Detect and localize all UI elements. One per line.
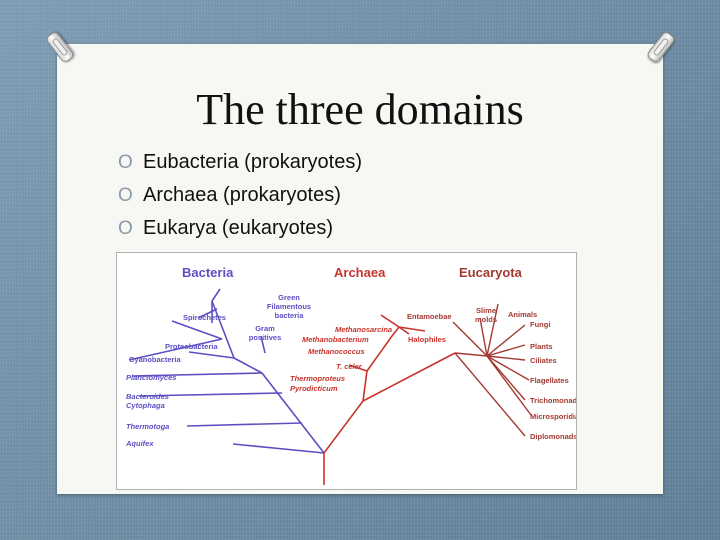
bullet-marker: O bbox=[118, 218, 143, 240]
domain-bacteria-label: Bacteria bbox=[182, 265, 234, 280]
label-proteobacteria: Proteobacteria bbox=[165, 342, 218, 351]
bullet-marker: O bbox=[118, 185, 143, 207]
label-methanobacterium: Methanobacterium bbox=[302, 335, 369, 344]
label-microsporidia: Microsporidia bbox=[530, 412, 576, 421]
label-fungi: Fungi bbox=[530, 320, 550, 329]
label-cytophaga: Cytophaga bbox=[126, 401, 165, 410]
label-slime-molds-2: molds bbox=[475, 315, 497, 324]
label-cyanobacteria: Cyanobacteria bbox=[129, 355, 182, 364]
label-gram-positives-2: positives bbox=[249, 333, 282, 342]
label-green-filamentous-1: Green bbox=[278, 293, 300, 302]
label-bacteroides: Bacteroides bbox=[126, 392, 169, 401]
label-halophiles: Halophiles bbox=[408, 335, 446, 344]
label-thermoproteus: Thermoproteus bbox=[290, 374, 345, 383]
label-green-filamentous-3: bacteria bbox=[275, 311, 305, 320]
label-flagellates: Flagellates bbox=[530, 376, 569, 385]
label-entamoebae: Entamoebae bbox=[407, 312, 452, 321]
slide-title: The three domains bbox=[0, 84, 720, 135]
phylogenetic-tree-svg: Bacteria Archaea Eucaryota Green Filamen… bbox=[117, 253, 576, 489]
bullet-text: Eukarya (eukaryotes) bbox=[143, 217, 333, 239]
domain-archaea-label: Archaea bbox=[334, 265, 386, 280]
label-ciliates: Ciliates bbox=[530, 356, 557, 365]
label-diplomonads: Diplomonads bbox=[530, 432, 576, 441]
label-slime-molds-1: Slime bbox=[476, 306, 496, 315]
label-thermotoga: Thermotoga bbox=[126, 422, 169, 431]
bullet-text: Eubacteria (prokaryotes) bbox=[143, 151, 362, 173]
label-animals: Animals bbox=[508, 310, 537, 319]
label-pyrodicticum: Pyrodicticum bbox=[290, 384, 338, 393]
phylogenetic-tree-diagram: Bacteria Archaea Eucaryota Green Filamen… bbox=[116, 252, 577, 490]
label-trichomonads: Trichomonads bbox=[530, 396, 576, 405]
label-plants: Plants bbox=[530, 342, 553, 351]
domain-eucaryota-label: Eucaryota bbox=[459, 265, 523, 280]
label-t-celer: T. celer bbox=[336, 362, 363, 371]
archaea-labels: Methanosarcina Methanobacterium Halophil… bbox=[290, 325, 446, 393]
label-methanococcus: Methanococcus bbox=[308, 347, 365, 356]
label-aquifex: Aquifex bbox=[125, 439, 154, 448]
label-planctomyces: Planctomyces bbox=[126, 373, 176, 382]
label-gram-positives-1: Gram bbox=[255, 324, 275, 333]
bullet-marker: O bbox=[118, 152, 143, 174]
bullet-text: Archaea (prokaryotes) bbox=[143, 184, 341, 206]
label-green-filamentous-2: Filamentous bbox=[267, 302, 311, 311]
eucaryota-labels: Entamoebae Slime molds Animals Fungi Pla… bbox=[407, 306, 576, 441]
label-methanosarcina: Methanosarcina bbox=[335, 325, 392, 334]
label-spirochetes: Spirochetes bbox=[183, 313, 226, 322]
